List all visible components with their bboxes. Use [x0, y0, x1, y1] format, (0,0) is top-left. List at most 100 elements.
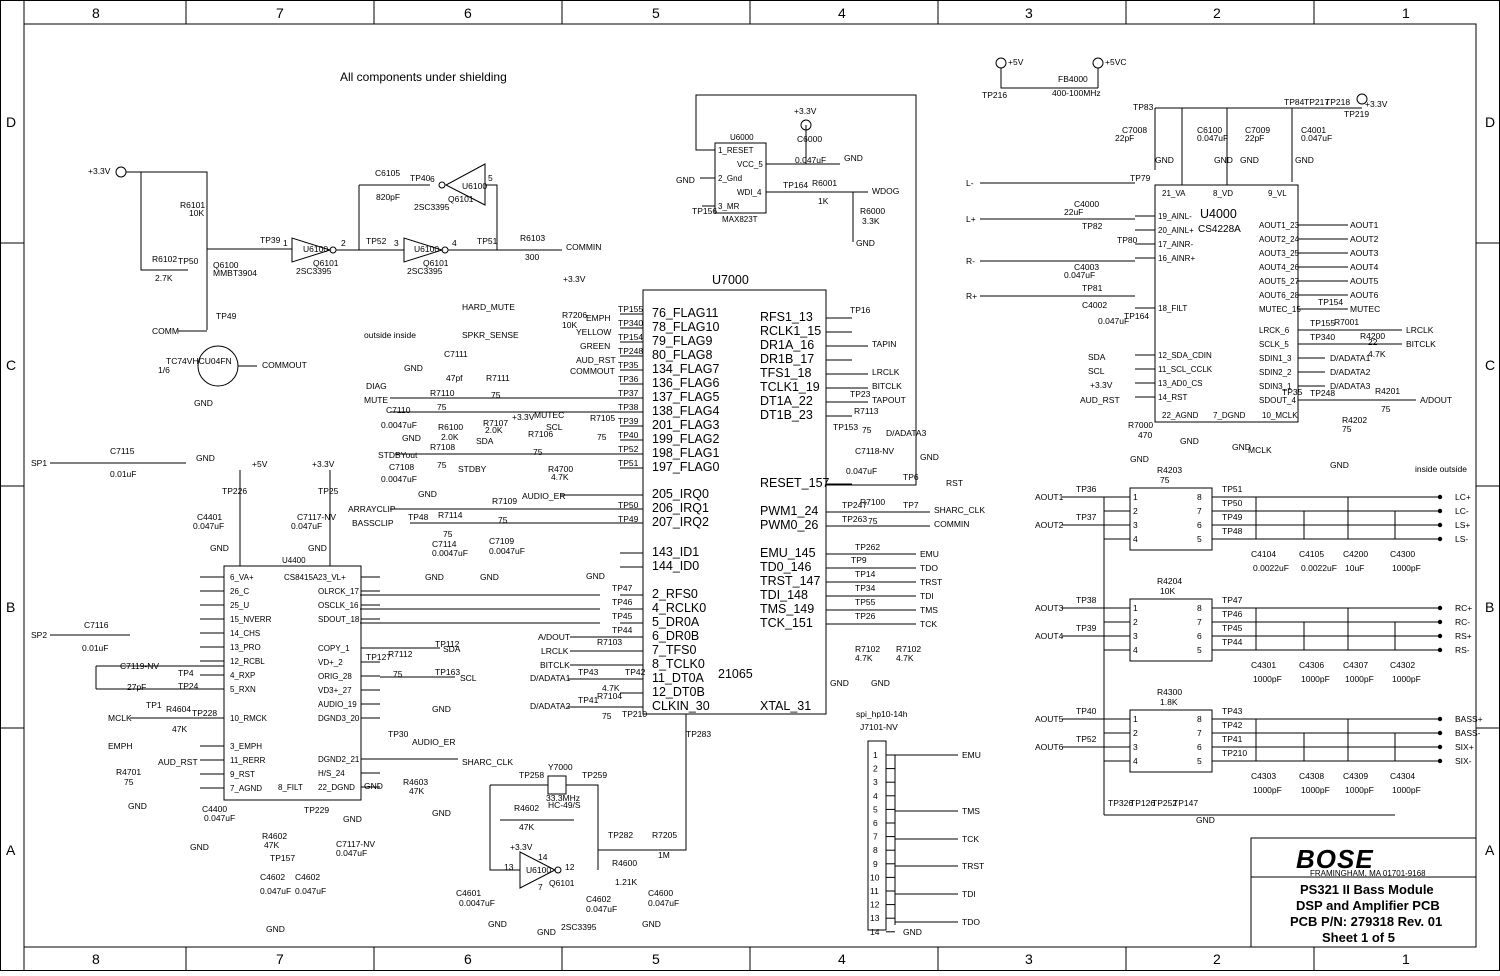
- rn-pin: 3: [1133, 631, 1138, 641]
- gnd-label: GND: [402, 433, 421, 443]
- gnd-label: GND: [266, 924, 285, 934]
- u6100-part: 2SC3395: [296, 266, 332, 276]
- fb4000-val: 400-100MHz: [1052, 88, 1101, 98]
- u4000-pin: 16_AINR+: [1158, 254, 1195, 263]
- rn-pin: 1: [1133, 714, 1138, 724]
- u7000-pin: PWM0_26: [760, 518, 818, 532]
- u4400-pin: 15_NVERR: [230, 615, 272, 624]
- net-label: SP2: [31, 630, 47, 640]
- u7000-ref: U7000: [712, 273, 749, 287]
- u7000-pin: TRST_147: [760, 574, 820, 588]
- connector-ref: J7101-NV: [860, 722, 898, 732]
- tp-label: TP48: [1222, 526, 1243, 536]
- tp-label: TP16: [850, 305, 871, 315]
- output-net: RS-: [1455, 645, 1470, 655]
- r7111-ref: R7111: [486, 373, 510, 383]
- gnd-label: GND: [1196, 815, 1215, 825]
- tp-label: TP155: [1310, 318, 1335, 328]
- r4200-ref: R7000: [1128, 420, 1153, 430]
- r7104-ref: R7103: [597, 637, 622, 647]
- gnd-label: GND: [871, 678, 890, 688]
- u4000-pin: AOUT3_25: [1259, 249, 1300, 258]
- supply-label: +3.3V: [510, 842, 533, 852]
- u4000-chip: U4000 CS4228A: [1154, 184, 1299, 423]
- pin-num: 1: [283, 238, 288, 248]
- output-net: RC+: [1455, 603, 1472, 613]
- comm-net: COMM: [152, 326, 179, 336]
- u7000-pin: 138_FLAG4: [652, 404, 719, 418]
- u4000-pin: 7_DGND: [1213, 411, 1246, 420]
- junction: [1437, 716, 1443, 722]
- connector-net: EMU: [962, 750, 981, 760]
- c7115-val: 0.01uF: [110, 469, 136, 479]
- u6000-pin: 3_MR: [718, 202, 740, 211]
- net-label: COMMOUT: [570, 366, 615, 376]
- gnd-label: GND: [586, 571, 605, 581]
- u4000-pin: 13_AD0_CS: [1158, 379, 1202, 388]
- q6101-part: 1/6: [158, 365, 170, 375]
- r7100-ref: R7100: [860, 497, 885, 507]
- junction: [1437, 744, 1443, 750]
- net-label: MCLK: [108, 713, 132, 723]
- r7108-val: 75: [437, 460, 447, 470]
- u4000-pin: AOUT4_26: [1259, 263, 1300, 272]
- r4701-ref: R4604: [166, 704, 191, 714]
- rn-val: 75: [1160, 475, 1170, 485]
- tp-label: TP153: [833, 422, 858, 432]
- c7008-ref: C4601: [456, 888, 481, 898]
- tp-label: TP340: [618, 318, 643, 328]
- inv-fraction: U6100: [462, 181, 487, 191]
- tp-label: TP43: [578, 667, 599, 677]
- u4400-pin: VD3+_27: [318, 686, 352, 695]
- net-label: R+: [966, 291, 977, 301]
- r7103-val: 4.7K: [896, 653, 914, 663]
- u4000-supplies: +5V TP216 +5VC FB4000 400-100MHz TP83 +3…: [982, 57, 1388, 185]
- u4000-pin: MUTEC_15: [1259, 305, 1301, 314]
- u4000-pin: SCLK_5: [1259, 340, 1289, 349]
- net-label: SHARC_CLK: [934, 505, 985, 515]
- tp-label: TP44: [612, 625, 633, 635]
- net-label: AOUT6: [1350, 290, 1379, 300]
- u4400-pin: 11_RERR: [230, 756, 266, 765]
- net-label: TRST: [920, 577, 942, 587]
- tp-label: TP248: [618, 346, 643, 356]
- net-label: MUTEC: [1350, 304, 1380, 314]
- bose-logo: BOSE: [1296, 844, 1374, 874]
- u4400-pin: 4_RXP: [230, 671, 255, 680]
- net-label: LRCLK: [1406, 325, 1434, 335]
- connector-pin: 13: [870, 913, 880, 923]
- tp-label: TP259: [582, 770, 607, 780]
- gnd-label: GND: [537, 927, 556, 937]
- u4000-pin: AOUT6_28: [1259, 291, 1300, 300]
- oscillator-section: TP283 R7205 1M Y7000 33.3MHz HC-49/S TP2…: [456, 714, 711, 937]
- tp-label: TP262: [855, 542, 880, 552]
- connector-net: TDO: [962, 917, 980, 927]
- r7104-val: 4.7K: [602, 683, 620, 693]
- rn-pin: 8: [1197, 603, 1202, 613]
- tp-label: TP217: [1304, 97, 1329, 107]
- tp-label: TP36: [1076, 484, 1097, 494]
- tp-label: TP50: [178, 256, 199, 266]
- connector-pin: 1: [873, 750, 878, 760]
- rn-ref: R4204: [1157, 576, 1182, 586]
- r4604-val: 75: [393, 669, 403, 679]
- r4602-ref: R4603: [403, 777, 428, 787]
- rn-pin: 4: [1133, 756, 1138, 766]
- u4000-pin: 17_AINR-: [1158, 240, 1193, 249]
- tp-label: TP51: [1222, 484, 1243, 494]
- r7109-ref: R7109: [492, 496, 517, 506]
- net-label: A/DOUT: [538, 632, 570, 642]
- y7000-pkg: HC-49/S: [548, 800, 581, 810]
- gnd-label: GND: [432, 704, 451, 714]
- gnd-label: GND: [190, 842, 209, 852]
- connector-pin: 11: [870, 886, 879, 896]
- c6105-ref: C6105: [375, 168, 400, 178]
- rn-pin: 3: [1133, 520, 1138, 530]
- net-label: L-: [966, 178, 974, 188]
- title-line1: PS321 II Bass Module: [1300, 882, 1434, 897]
- u6000-part: MAX823T: [722, 215, 758, 224]
- junction: [1437, 605, 1443, 611]
- net-label: AOUT4: [1350, 262, 1379, 272]
- u7000-pin: 5_DR0A: [652, 615, 700, 629]
